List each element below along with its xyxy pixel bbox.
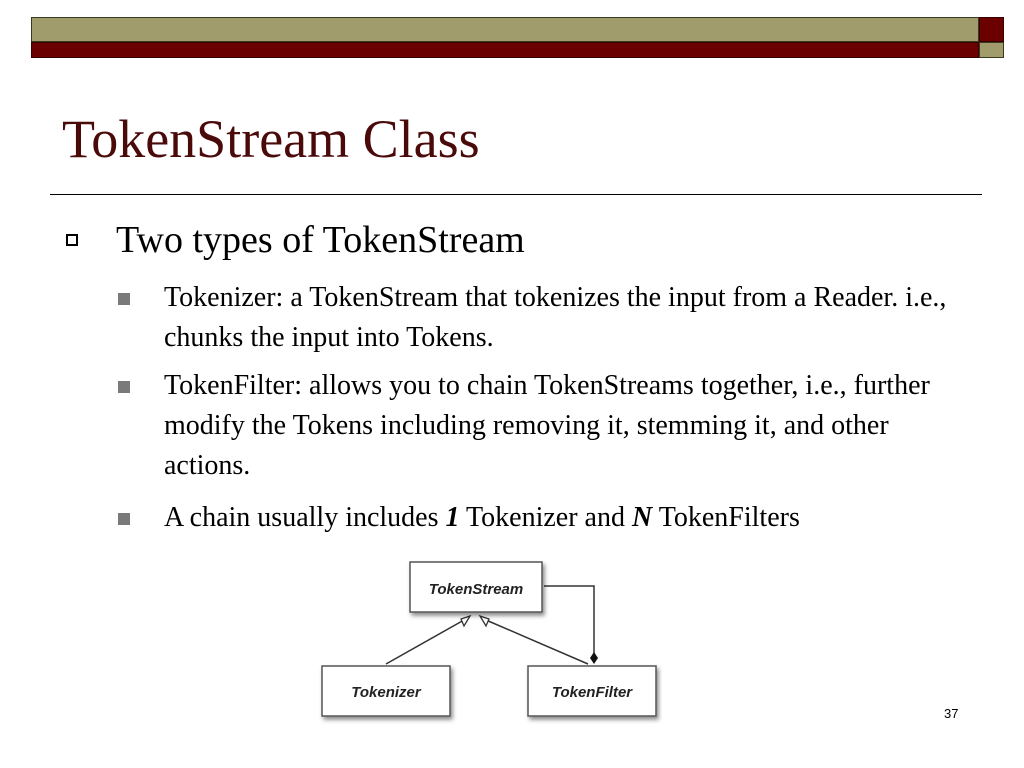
sub-bullet-tokenizer: Tokenizer: a TokenStream that tokenizes …: [164, 282, 947, 353]
header-band-olive: [31, 17, 979, 42]
sub-bullet-tokenfilter: TokenFilter: allows you to chain TokenSt…: [164, 370, 930, 481]
inheritance-arrow-icon: [478, 614, 490, 628]
box-label-tokenfilter: TokenFilter: [552, 684, 633, 701]
box-tokenfilter: [527, 665, 657, 717]
generalization-line-tokenizer: [385, 619, 465, 665]
slide-title: TokenStream Class: [62, 109, 480, 169]
filled-square-bullet-icon: [118, 293, 130, 305]
inheritance-arrow-icon: [460, 614, 472, 628]
box-label-tokenizer: Tokenizer: [351, 684, 422, 701]
box-label-tokenstream: TokenStream: [429, 581, 523, 598]
bullet-main: Two types of TokenStream: [116, 219, 525, 261]
chain-count-n: N: [631, 502, 653, 533]
chain-text-2: Tokenizer and: [459, 502, 632, 533]
generalization-line-tokenfilter: [485, 619, 589, 665]
box-tokenizer: [321, 665, 451, 717]
slide-number: 37: [944, 706, 959, 721]
chain-count-one: 1: [445, 502, 460, 533]
box-tokenstream: [409, 561, 543, 613]
chain-text-1: A chain usually includes: [164, 502, 446, 533]
filled-square-bullet-icon: [118, 513, 130, 525]
header-band-maroon: [31, 42, 979, 58]
aggregation-line: [544, 585, 595, 654]
header-square-olive: [979, 42, 1004, 58]
sub-bullet-chain: A chain usually includes 1 Tokenizer and…: [164, 498, 974, 538]
title-divider: [50, 194, 982, 195]
aggregation-diamond-icon: [590, 652, 598, 664]
filled-square-bullet-icon: [118, 381, 130, 393]
hollow-square-bullet-icon: [66, 234, 78, 246]
header-square-maroon: [979, 17, 1004, 42]
chain-text-3: TokenFilters: [652, 502, 800, 533]
class-diagram: TokenStream Tokenizer TokenFilter: [321, 561, 657, 717]
